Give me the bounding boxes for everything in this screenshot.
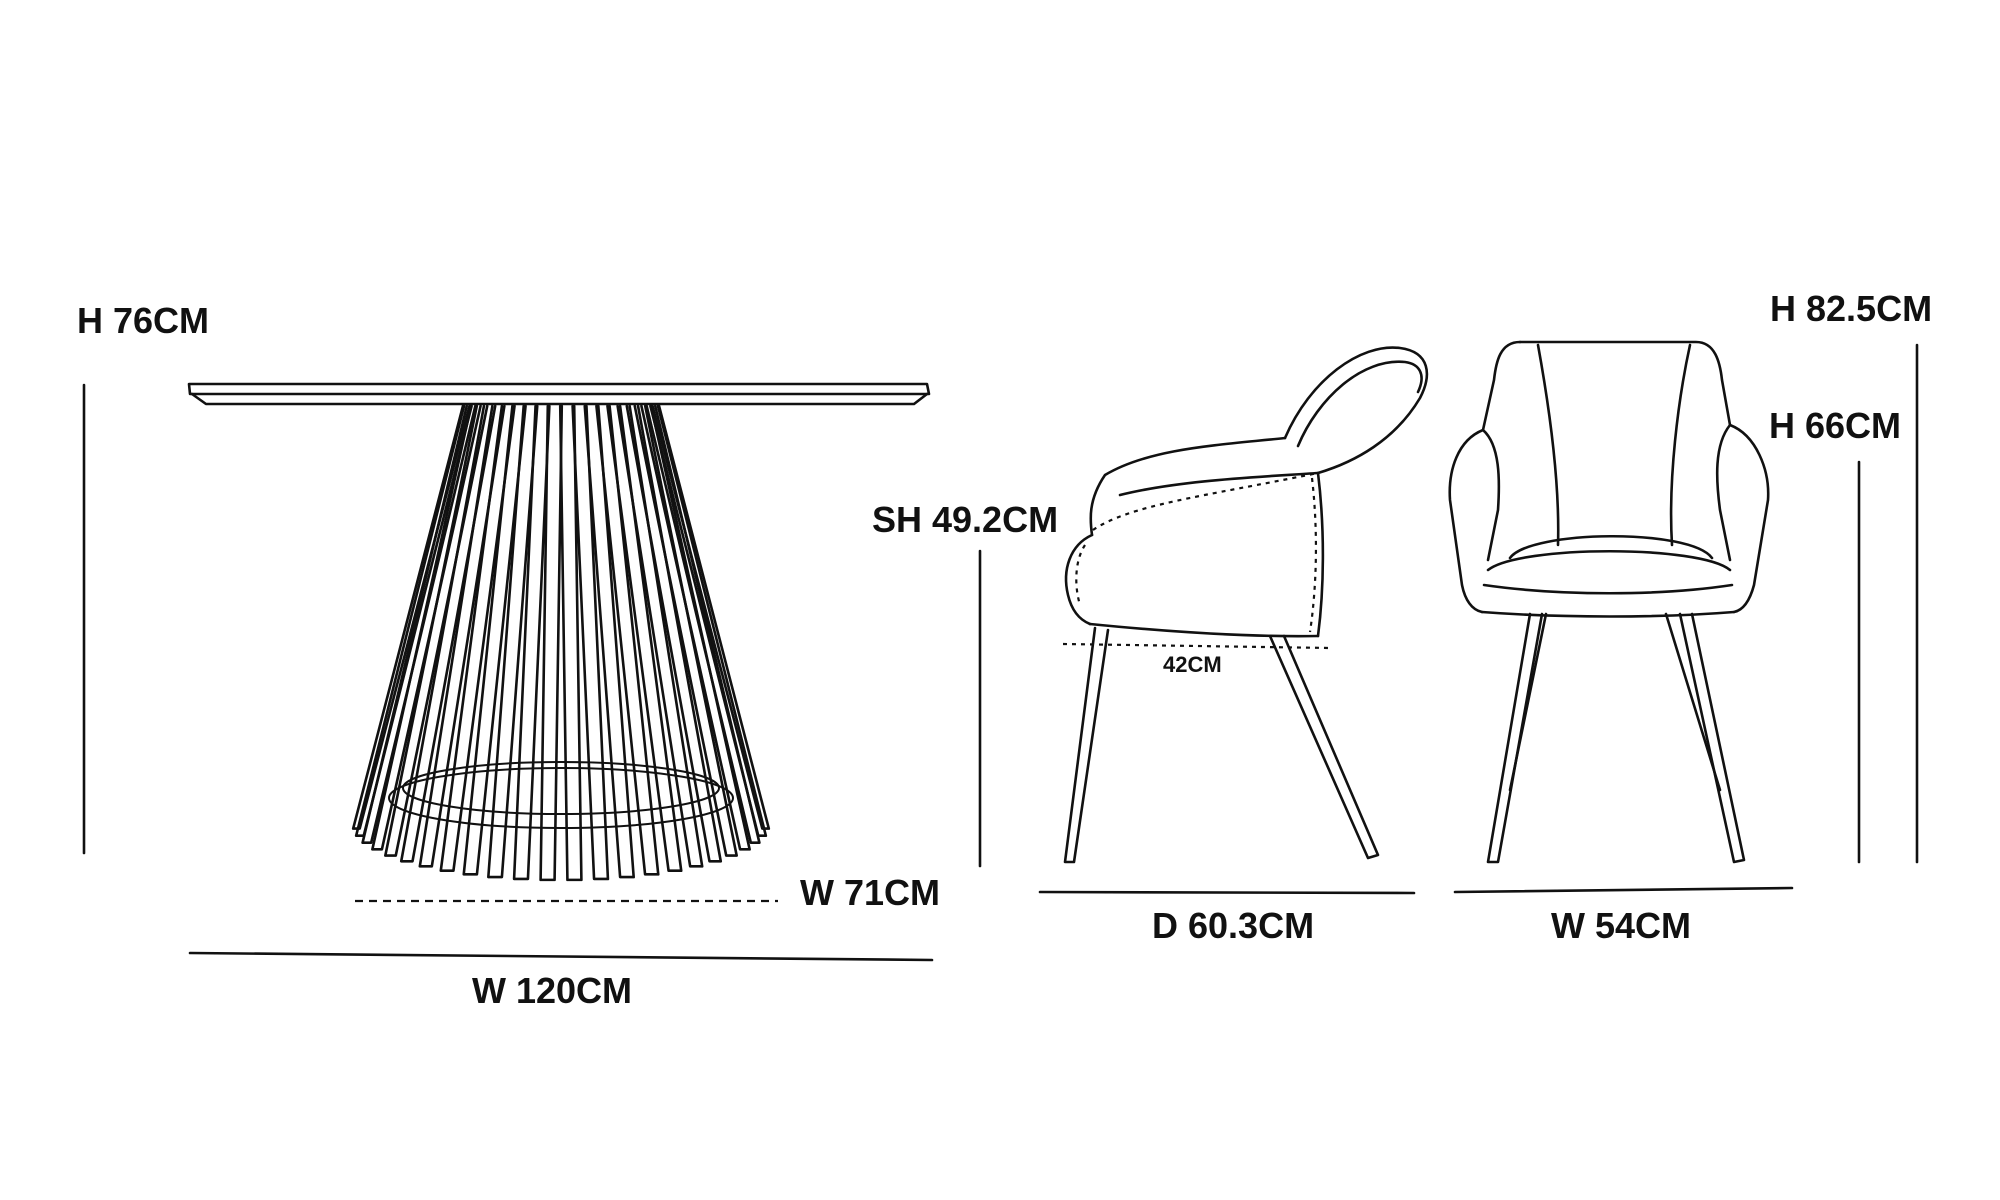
chair-front-drawing xyxy=(1448,340,1770,864)
table-slat xyxy=(606,404,683,873)
table-slat xyxy=(651,404,771,830)
table-base-ring xyxy=(388,761,734,829)
table-base-slats xyxy=(351,404,771,882)
table-slat xyxy=(645,404,761,844)
table-slat xyxy=(649,404,768,838)
table-base-width-label: W 71CM xyxy=(800,872,940,913)
table-slat xyxy=(558,404,583,882)
table-slat xyxy=(583,404,635,879)
chair-depth-line xyxy=(1038,890,1416,895)
table-slat xyxy=(539,404,564,882)
table-slat xyxy=(616,404,704,868)
chair-seat-height-label: SH 49.2CM xyxy=(872,499,1058,540)
table-height-label: H 76CM xyxy=(77,300,209,341)
table-slat xyxy=(487,404,539,879)
table-width-line xyxy=(188,951,934,962)
chair-depth-label: D 60.3CM xyxy=(1152,905,1314,946)
chair-width-line xyxy=(1453,886,1794,894)
table-slat xyxy=(354,404,473,838)
table-slat xyxy=(625,404,723,863)
table-slat xyxy=(571,404,610,881)
table-slat xyxy=(399,404,497,863)
chair-arm-height-label: H 66CM xyxy=(1769,405,1901,446)
table-drawing xyxy=(187,382,931,882)
table-slat xyxy=(384,404,489,857)
table-slat xyxy=(439,404,516,873)
table-slat xyxy=(462,404,527,876)
table-top xyxy=(187,382,931,406)
chair-width-label: W 54CM xyxy=(1551,905,1691,946)
table-width-label: W 120CM xyxy=(472,970,632,1011)
table-slat xyxy=(351,404,471,830)
table-slat xyxy=(418,404,506,868)
chair-side-drawing xyxy=(1062,346,1429,864)
chair-seat-depth-label: 42CM xyxy=(1163,652,1222,677)
table-slat xyxy=(512,404,551,881)
chair-height-label: H 82.5CM xyxy=(1770,288,1932,329)
table-slat xyxy=(595,404,660,876)
